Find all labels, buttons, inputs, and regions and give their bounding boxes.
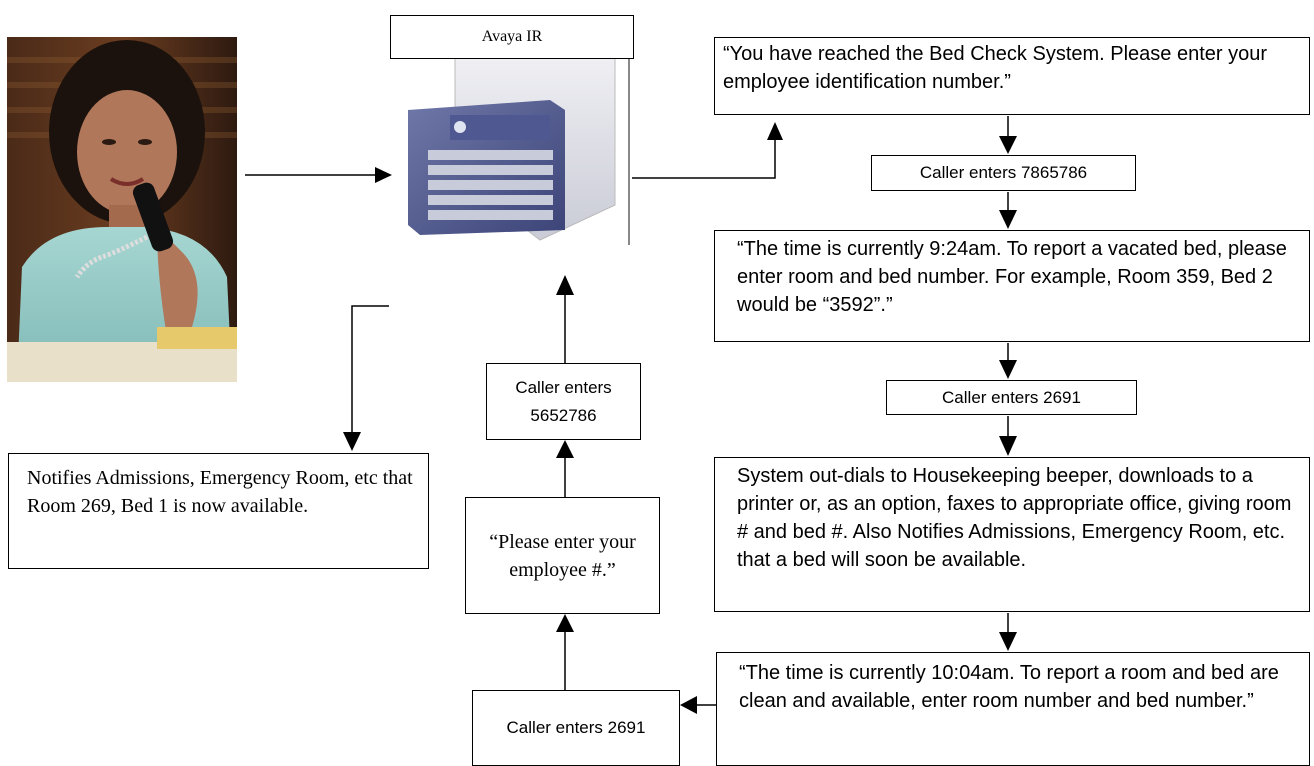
- please-enter-employee-text: “Please enter your employee #.”: [489, 530, 636, 581]
- greeting-box: “You have reached the Bed Check System. …: [714, 37, 1310, 115]
- caller-enters-2691-left-box: Caller enters 2691: [472, 690, 680, 766]
- system-outdials-box: System out-dials to Housekeeping beeper,…: [714, 457, 1310, 612]
- system-outdials-text: System out-dials to Housekeeping beeper,…: [737, 465, 1292, 571]
- avaya-ir-server-photo: [400, 54, 632, 245]
- greeting-text: “You have reached the Bed Check System. …: [723, 43, 1268, 93]
- caller-enters-7865786-text: Caller enters 7865786: [919, 163, 1088, 182]
- woman-on-phone-photo: [7, 37, 237, 382]
- please-enter-employee-box: “Please enter your employee #.”: [465, 497, 660, 614]
- notifies-box: Notifies Admissions, Emergency Room, etc…: [8, 453, 429, 569]
- arrow-server-to-greeting: [632, 140, 776, 179]
- time-924-box: “The time is currently 9:24am. To report…: [714, 230, 1310, 342]
- caller-enters-2691-left-text: Caller enters 2691: [506, 718, 646, 737]
- avaya-ir-label: Avaya IR: [390, 15, 634, 59]
- caller-enters-5652786-box: Caller enters 5652786: [486, 363, 641, 440]
- notifies-text: Notifies Admissions, Emergency Room, etc…: [27, 467, 413, 517]
- time-1004-text: “The time is currently 10:04am. To repor…: [739, 662, 1279, 712]
- caller-enters-2691-right-box: Caller enters 2691: [886, 380, 1137, 415]
- time-1004-box: “The time is currently 10:04am. To repor…: [716, 652, 1310, 766]
- caller-enters-5652786-text: Caller enters 5652786: [515, 377, 612, 425]
- avaya-ir-text: Avaya IR: [481, 28, 543, 45]
- arrow-server-to-notifies: [351, 305, 389, 432]
- caller-enters-2691-right-text: Caller enters 2691: [942, 387, 1081, 407]
- caller-enters-7865786-box: Caller enters 7865786: [871, 155, 1136, 191]
- time-924-text: “The time is currently 9:24am. To report…: [737, 238, 1287, 316]
